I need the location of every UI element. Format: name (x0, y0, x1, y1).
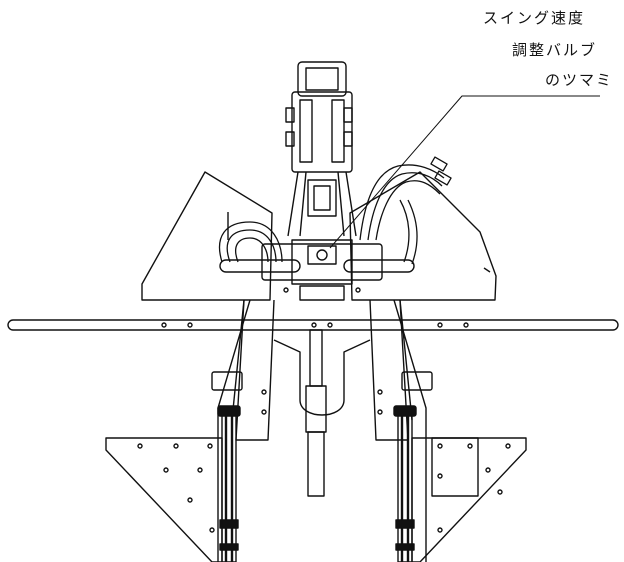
callout-label-line-3: のツマミ (545, 71, 614, 89)
right-gusset-plate (412, 438, 526, 562)
frame-bolts (262, 288, 382, 414)
lower-frame (212, 300, 432, 562)
leader-line (330, 96, 600, 248)
hydraulic-hoses (220, 157, 452, 264)
upper-boom (286, 62, 356, 236)
left-shield-plate (142, 172, 272, 300)
callout-label-line-1: スイング速度 (483, 9, 586, 27)
right-shield-plate (350, 172, 496, 300)
support-columns (218, 406, 416, 562)
horizontal-tool-bar (8, 320, 618, 330)
callout-label-line-2: 調整バルブ (512, 41, 598, 59)
valve-block (220, 240, 414, 300)
left-gusset-plate (106, 438, 222, 562)
